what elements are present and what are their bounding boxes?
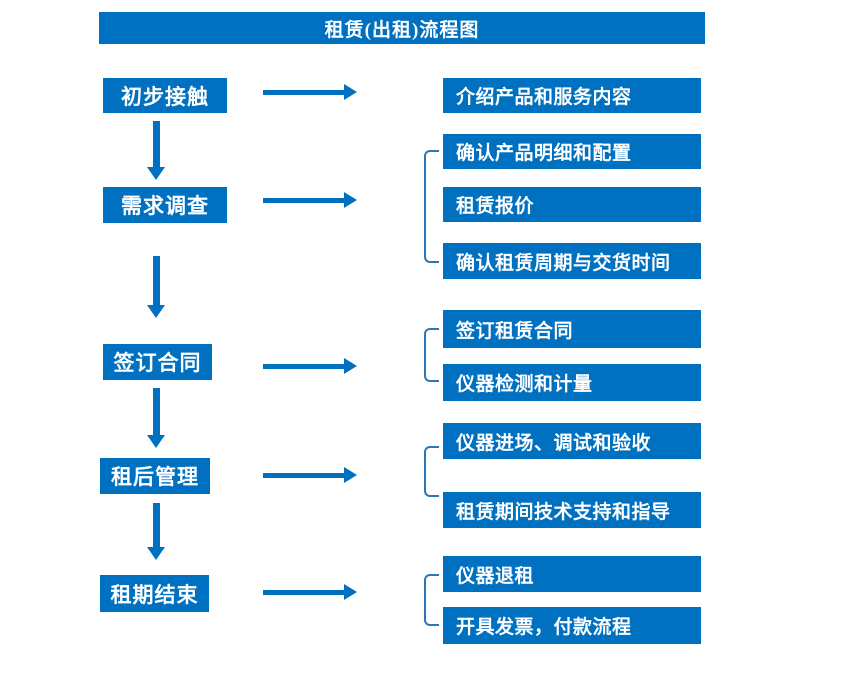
detail-box: 仪器退租	[443, 556, 701, 592]
detail-box: 介绍产品和服务内容	[443, 78, 701, 113]
arrow-head	[344, 584, 357, 600]
detail-box: 开具发票，付款流程	[443, 607, 701, 644]
arrow-head	[147, 167, 165, 180]
arrow-shaft	[153, 256, 160, 305]
right-arrow-icon	[263, 192, 357, 208]
group-bracket	[424, 574, 439, 626]
down-arrow-icon	[147, 503, 166, 560]
arrow-shaft	[263, 89, 345, 95]
down-arrow-icon	[147, 388, 166, 448]
arrow-shaft	[263, 589, 345, 595]
detail-box: 确认产品明细和配置	[443, 134, 701, 169]
step-box-post-rental-management: 租后管理	[100, 458, 210, 494]
arrow-head	[147, 435, 165, 448]
step-box-lease-end: 租期结束	[100, 575, 209, 612]
arrow-shaft	[153, 503, 160, 547]
group-bracket	[424, 150, 439, 263]
detail-box: 确认租赁周期与交货时间	[443, 243, 701, 279]
detail-box: 仪器检测和计量	[443, 364, 701, 401]
arrow-head	[147, 305, 165, 318]
arrow-head	[344, 192, 357, 208]
down-arrow-icon	[147, 256, 166, 318]
detail-box: 签订租赁合同	[443, 310, 701, 348]
arrow-head	[147, 547, 165, 560]
right-arrow-icon	[263, 584, 357, 600]
group-bracket	[424, 328, 439, 382]
right-arrow-icon	[263, 467, 357, 483]
arrow-head	[344, 358, 357, 374]
arrow-shaft	[263, 472, 345, 478]
arrow-shaft	[263, 363, 345, 369]
arrow-shaft	[263, 197, 345, 203]
group-bracket	[424, 446, 439, 497]
arrow-head	[344, 467, 357, 483]
arrow-shaft	[153, 388, 160, 435]
right-arrow-icon	[263, 84, 357, 100]
step-box-demand-survey: 需求调查	[103, 187, 227, 223]
right-arrow-icon	[263, 358, 357, 374]
detail-box: 租赁期间技术支持和指导	[443, 492, 701, 528]
page-title: 租赁(出租)流程图	[99, 12, 705, 44]
detail-box: 仪器进场、调试和验收	[443, 423, 701, 459]
down-arrow-icon	[147, 121, 166, 180]
detail-box: 租赁报价	[443, 187, 701, 222]
arrow-shaft	[153, 121, 160, 167]
step-box-sign-contract: 签订合同	[103, 344, 212, 380]
step-box-initial-contact: 初步接触	[103, 78, 227, 113]
arrow-head	[344, 84, 357, 100]
